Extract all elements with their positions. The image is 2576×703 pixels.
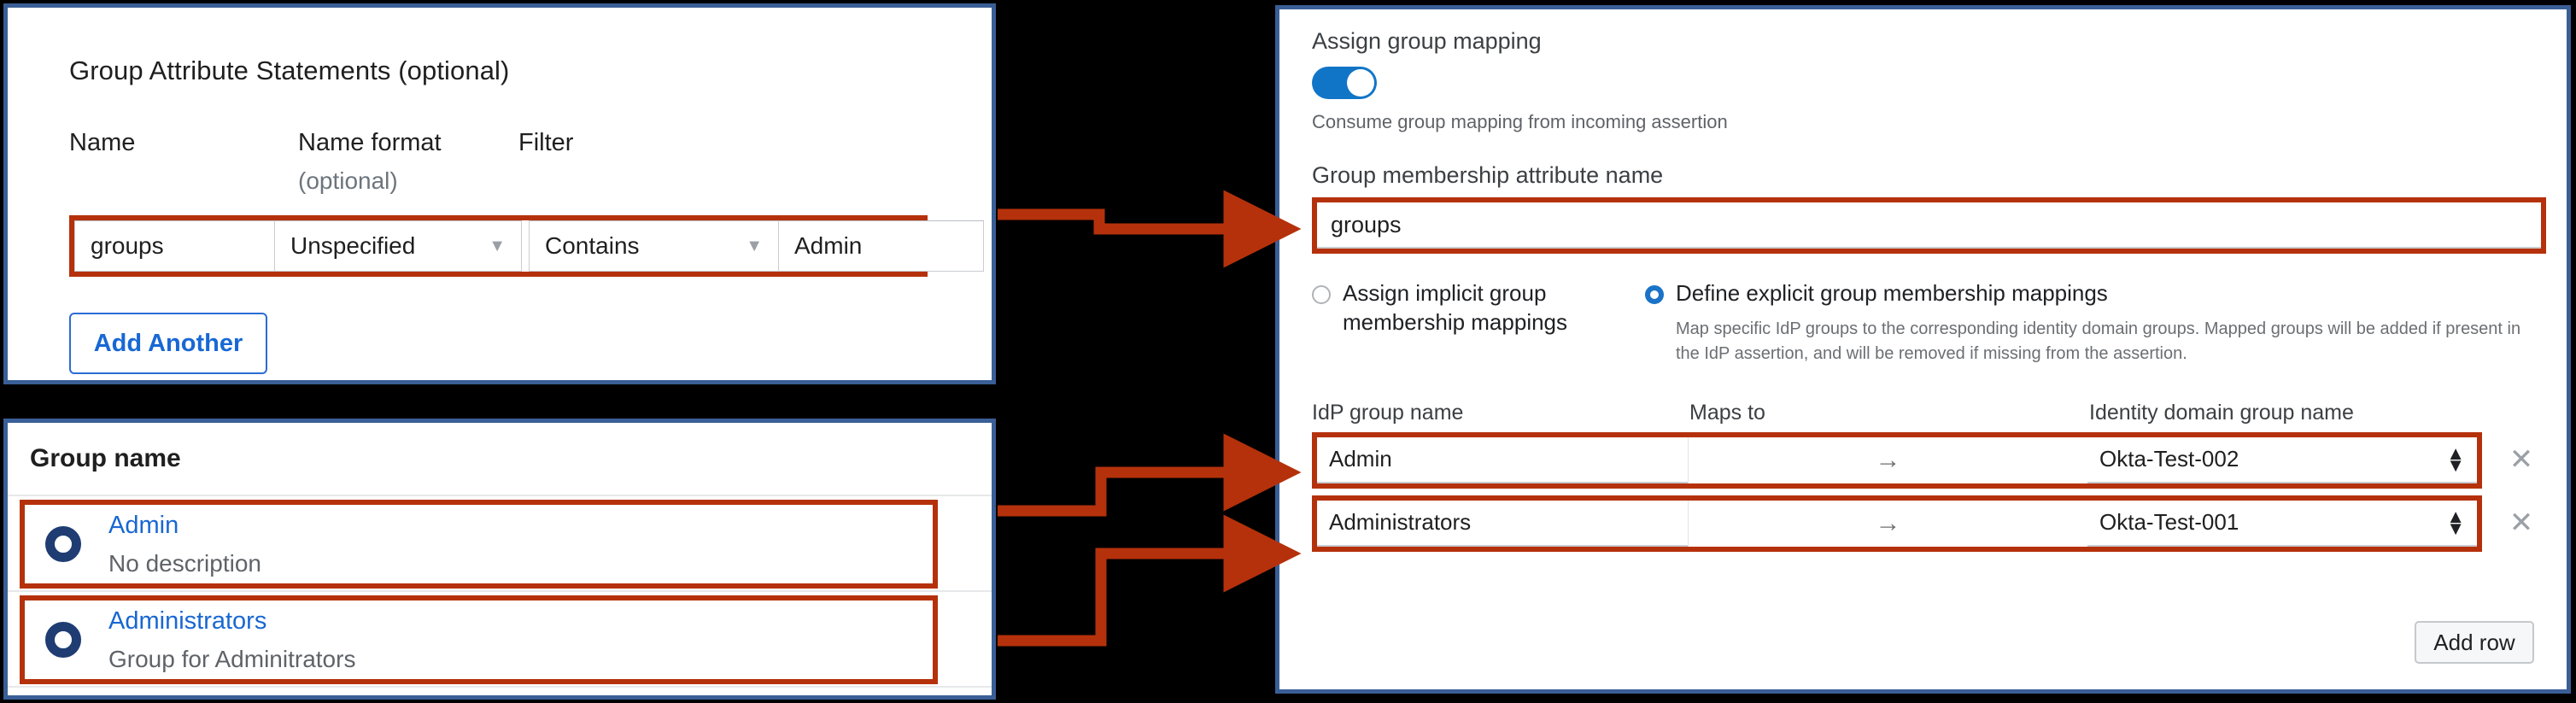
- radio-unselected-icon[interactable]: [1312, 285, 1331, 304]
- attribute-statement-row: groups Unspecified ▼ Contains ▼ Admin: [69, 215, 984, 277]
- close-x-icon[interactable]: ✕: [2509, 506, 2534, 539]
- identity-domain-group-value: Okta-Test-001: [2099, 509, 2239, 536]
- column-header-idp-group-name: IdP group name: [1312, 400, 1464, 425]
- radio-selected-icon[interactable]: [1645, 285, 1664, 304]
- table-row: Administrators → Okta-Test-001 ▲▼ ✕: [1312, 495, 2546, 552]
- highlight-box-mapping-row-2: [1312, 495, 2482, 552]
- group-membership-attribute-label: Group membership attribute name: [1312, 162, 1664, 188]
- highlight-box-group-administrators: [20, 595, 938, 684]
- attribute-name-input[interactable]: groups: [74, 220, 274, 272]
- assign-group-mapping-toggle[interactable]: [1312, 67, 1377, 99]
- assign-group-mapping-label: Assign group mapping: [1312, 28, 1542, 54]
- caret-down-icon: ▼: [489, 236, 506, 255]
- table-row: Admin → Okta-Test-002 ▲▼ ✕: [1312, 431, 2546, 489]
- column-header-identity-domain-group-name: Identity domain group name: [2089, 400, 2354, 425]
- radio-option-implicit[interactable]: Assign implicit group membership mapping…: [1312, 279, 1645, 366]
- close-x-icon[interactable]: ✕: [2509, 442, 2534, 476]
- column-header-name-format: Name format (optional): [298, 129, 518, 195]
- group-membership-attribute-field: groups: [1312, 197, 2546, 254]
- highlight-box-mapping-row-1: [1312, 431, 2482, 489]
- list-item[interactable]: Administrators Group for Adminitrators: [8, 592, 992, 688]
- group-description: Group for Adminitrators: [108, 645, 356, 672]
- page-title: Group Attribute Statements (optional): [69, 56, 510, 85]
- maps-to-arrow-icon: →: [1688, 436, 2087, 483]
- connector-arrow-3: [998, 514, 1302, 647]
- mapping-table-header: IdP group name Maps to Identity domain g…: [1312, 401, 2538, 425]
- toggle-knob: [1347, 69, 1374, 97]
- group-list-panel: Group name Admin No description Administ…: [3, 419, 996, 700]
- caret-down-icon: ▼: [746, 236, 763, 255]
- group-membership-attribute-input[interactable]: groups: [1317, 202, 2541, 249]
- mapping-mode-radio-group: Assign implicit group membership mapping…: [1312, 279, 2538, 366]
- maps-to-arrow-icon: →: [1688, 500, 2087, 547]
- idp-group-name-input[interactable]: Administrators: [1317, 501, 1688, 547]
- list-item[interactable]: Admin No description: [8, 496, 992, 592]
- group-name-link[interactable]: Administrators: [108, 606, 267, 635]
- group-mapping-panel: Assign group mapping Consume group mappi…: [1275, 5, 2571, 694]
- column-header-maps-to: Maps to: [1689, 400, 1765, 425]
- add-row-button[interactable]: Add row: [2415, 621, 2534, 664]
- connector-arrow-2: [998, 433, 1302, 517]
- group-attribute-statements-panel: Group Attribute Statements (optional) Na…: [3, 3, 996, 384]
- highlight-box-attribute-name: [1312, 197, 2546, 254]
- highlight-box-group-admin: [20, 500, 938, 589]
- group-name-link[interactable]: Admin: [108, 511, 179, 539]
- radio-selected-icon[interactable]: [45, 526, 81, 562]
- toggle-hint-text: Consume group mapping from incoming asse…: [1312, 111, 1728, 132]
- identity-domain-group-select[interactable]: Okta-Test-002 ▲▼: [2087, 437, 2477, 483]
- filter-type-select[interactable]: Contains ▼: [529, 220, 779, 272]
- filter-value-input[interactable]: Admin: [779, 220, 984, 272]
- radio-explicit-label: Define explicit group membership mapping…: [1676, 280, 2108, 306]
- identity-domain-group-value: Okta-Test-002: [2099, 446, 2239, 472]
- filter-type-select-value: Contains: [545, 232, 640, 259]
- radio-explicit-description: Map specific IdP groups to the correspon…: [1676, 319, 2521, 363]
- column-header-filter: Filter: [518, 129, 574, 156]
- column-header-name-format-label: Name format: [298, 129, 442, 156]
- name-format-select[interactable]: Unspecified ▼: [274, 220, 522, 272]
- identity-domain-group-select[interactable]: Okta-Test-001 ▲▼: [2087, 501, 2477, 547]
- group-description: No description: [108, 549, 261, 577]
- add-another-button[interactable]: Add Another: [69, 313, 267, 374]
- connector-arrow-1: [998, 190, 1302, 268]
- name-format-select-value: Unspecified: [290, 232, 416, 259]
- column-header-name-format-sub: (optional): [298, 167, 398, 194]
- stepper-updown-icon[interactable]: ▲▼: [2446, 506, 2465, 539]
- stepper-updown-icon[interactable]: ▲▼: [2446, 442, 2465, 476]
- group-list-header: Group name: [8, 423, 992, 496]
- idp-group-name-input[interactable]: Admin: [1317, 437, 1688, 483]
- column-header-name: Name: [69, 129, 136, 156]
- radio-implicit-label: Assign implicit group membership mapping…: [1343, 280, 1568, 335]
- attribute-columns-header: Name Name format (optional) Filter: [69, 129, 992, 195]
- radio-selected-icon[interactable]: [45, 622, 81, 658]
- radio-option-explicit[interactable]: Define explicit group membership mapping…: [1645, 279, 2538, 366]
